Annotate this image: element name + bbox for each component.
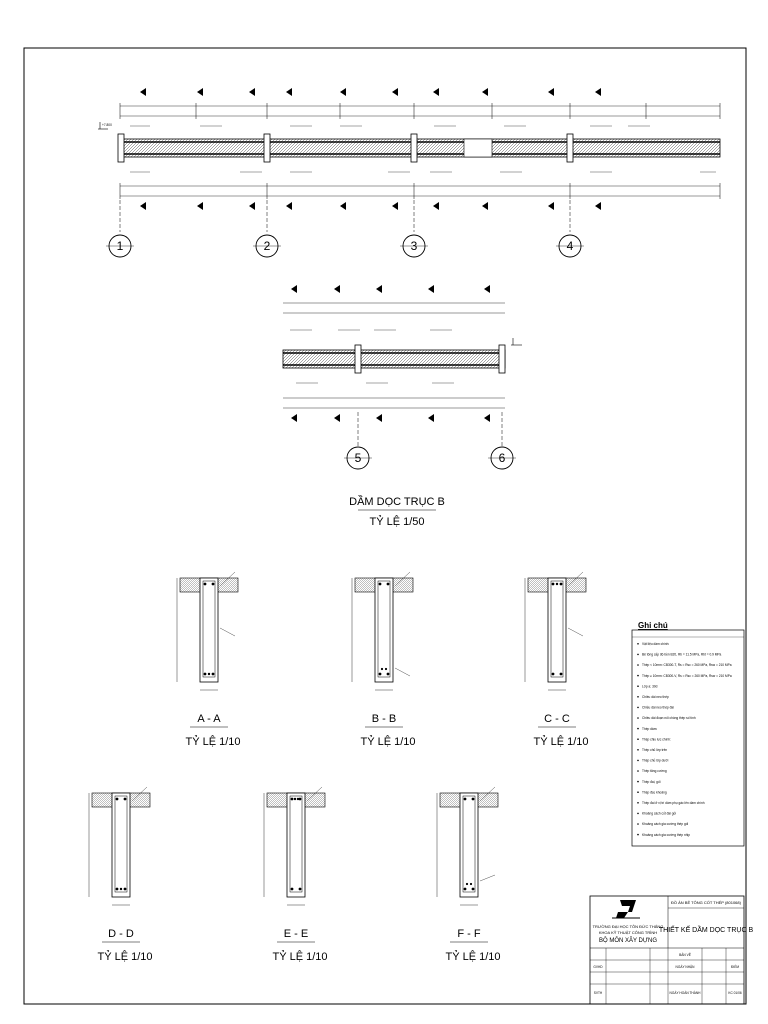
drawing-name: THIẾT KẾ DẦM DỌC TRỤC B — [659, 924, 754, 934]
notes-title: Ghi chú — [638, 621, 668, 630]
section-b-scale: TỶ LỆ 1/10 — [360, 735, 415, 748]
level-mark: +7.800 — [98, 122, 112, 130]
completed-label: NGÀY HOÀN THÀNH — [670, 991, 702, 995]
note-bullet — [637, 727, 639, 730]
section-d-title: D - D — [108, 928, 134, 940]
section-c-title: C - C — [544, 713, 570, 725]
note-bullet — [637, 674, 639, 677]
note-bullet — [637, 685, 639, 687]
axis-bubble-2: 2 — [253, 234, 281, 258]
sheet-border — [23, 47, 747, 1005]
axis-label-6: 6 — [499, 451, 506, 465]
axis-bubble-5: 5 — [344, 446, 372, 470]
beam-elevation-row1: +7.800 — [98, 88, 721, 258]
note-row: Vật liệu dầm chính: — [642, 642, 669, 646]
axis-bubble-3: 3 — [400, 234, 428, 258]
note-bullet — [637, 770, 639, 772]
note-row: Lớp a: 30d — [642, 684, 658, 688]
note-row: Khoảng cách cốt đai gối — [642, 812, 676, 816]
axis-label-2: 2 — [264, 239, 271, 253]
note-row: Thép chịu lực chính: — [642, 737, 671, 741]
note-bullet — [637, 812, 639, 815]
section-e-scale: TỶ LỆ 1/10 — [272, 950, 327, 963]
beam-elevation-row2: 5 6 — [282, 285, 522, 470]
note-row: Khoảng cách gia cường thép gối — [642, 822, 689, 826]
note-bullet — [637, 833, 639, 836]
note-bullet — [637, 706, 639, 709]
section-b — [351, 571, 414, 691]
note-row: Thép < 10mm: CB300-T, Rs = Rsc = 260 MPa… — [642, 663, 732, 667]
note-bullet — [637, 780, 639, 783]
note-bullet — [637, 717, 639, 719]
section-d-scale: TỶ LỆ 1/10 — [97, 950, 152, 963]
note-bullet — [637, 664, 639, 666]
note-row: Chiều dài đoạn nối chồng thép số tính — [642, 716, 696, 720]
axis-label-5: 5 — [355, 451, 362, 465]
axis-label-1: 1 — [117, 239, 124, 253]
school-name: TRƯỜNG ĐẠI HỌC TÔN ĐỨC THẮNG — [593, 924, 664, 929]
level-mark-text: +7.800 — [102, 123, 112, 127]
note-row: Chiều dài neo thép đai — [642, 706, 674, 710]
note-row: Thép dầm: — [642, 727, 657, 731]
note-row: Thép đai ở vị trí dầm phụ gác lên dầm ch… — [642, 801, 705, 805]
title-block: TRƯỜNG ĐẠI HỌC TÔN ĐỨC THẮNG KHOA KỸ THU… — [589, 895, 754, 1005]
section-a — [176, 571, 239, 691]
note-bullet — [637, 823, 639, 825]
received-label: NGÀY NHẬN — [676, 965, 696, 969]
note-row: Thép tăng cường — [642, 769, 667, 773]
axis-bubble-6: 6 — [488, 446, 516, 470]
department-name: BỘ MÔN XÂY DỰNG — [599, 937, 657, 944]
sheet-number: KC 01/06 — [728, 991, 742, 995]
note-bullet — [637, 791, 639, 793]
score-label: ĐIỂM — [731, 964, 739, 969]
university-logo-icon — [612, 900, 640, 919]
section-d — [88, 786, 151, 906]
note-row: Chiều dài neo thép — [642, 695, 669, 699]
faculty-name: KHOA KỸ THUẬT CÔNG TRÌNH — [599, 930, 657, 935]
svth-label: SVTH — [594, 991, 603, 995]
axis-bubble-1: 1 — [106, 234, 134, 258]
note-row: Thép chủ lớp trên — [642, 748, 667, 752]
note-row: Bê tông cấp độ bền B20, Rb = 11.5 MPa, R… — [642, 653, 722, 657]
section-f-title: F - F — [457, 928, 480, 940]
section-a-title: A - A — [197, 713, 221, 725]
section-f-scale: TỶ LỆ 1/10 — [445, 950, 500, 963]
section-f — [436, 786, 499, 906]
note-row: Thép đai, khoảng — [642, 790, 667, 794]
section-c-scale: TỶ LỆ 1/10 — [533, 735, 588, 748]
project-name: ĐỒ ÁN BÊ TÔNG CỐT THÉP (801068) — [671, 900, 742, 905]
note-bullet — [637, 749, 639, 751]
note-bullet — [637, 643, 639, 645]
section-c — [524, 571, 587, 691]
note-bullet — [637, 759, 639, 762]
note-row: Thép ≥ 10mm: CB300-V, Rs = Rsc = 260 MPa… — [642, 674, 732, 678]
section-b-title: B - B — [372, 713, 396, 725]
section-a-scale: TỶ LỆ 1/10 — [185, 735, 240, 748]
note-bullet — [637, 696, 639, 698]
note-row: Khoảng cách gia cường thép nhịp — [642, 833, 690, 837]
gvhd-label: GVHD — [593, 965, 603, 969]
note-row: Thép chủ lớp dưới — [642, 759, 669, 763]
elevation-caption: DẦM DỌC TRỤC B TỶ LỆ 1/50 — [349, 495, 445, 528]
elevation-title: DẦM DỌC TRỤC B — [349, 495, 445, 508]
section-e-title: E - E — [284, 928, 308, 940]
elevation-scale: TỶ LỆ 1/50 — [369, 515, 424, 528]
section-e — [263, 786, 326, 906]
axis-label-4: 4 — [567, 239, 574, 253]
axis-label-3: 3 — [411, 239, 418, 253]
notes-table: Ghi chú Vật liệu dầm chính: Bê tông cấp đ… — [631, 621, 745, 847]
drawing-no-label: BẢN VẼ — [679, 952, 691, 957]
note-row: Thép đai, gối — [642, 780, 661, 784]
note-bullet — [637, 738, 639, 740]
note-bullet — [637, 653, 639, 656]
note-bullet — [637, 802, 639, 804]
axis-bubble-4: 4 — [556, 234, 584, 258]
